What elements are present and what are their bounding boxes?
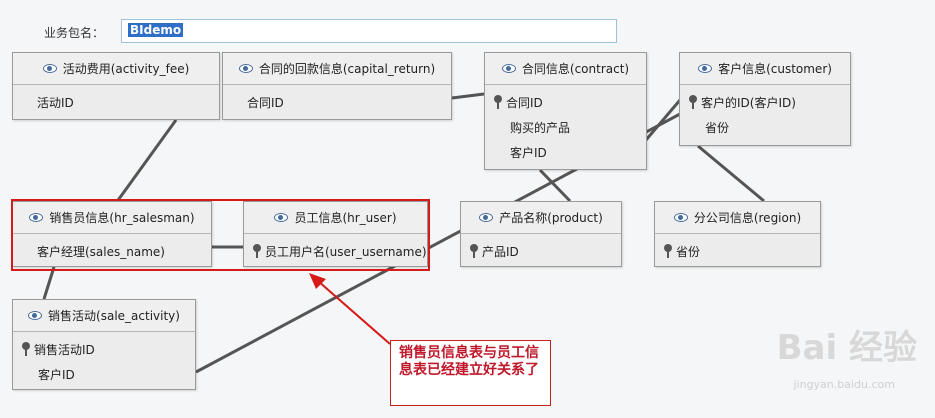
field-row[interactable]: 活动ID (37, 96, 74, 110)
field-row[interactable]: 产品ID (461, 240, 621, 265)
key-icon (494, 95, 502, 109)
entity-capital-return[interactable]: 合同的回款信息(capital_return) 合同ID (222, 52, 452, 120)
entity-title: 活动费用(activity_fee) (62, 62, 190, 76)
eye-icon[interactable] (42, 64, 57, 73)
entity-title: 分公司信息(region) (693, 211, 802, 225)
field-row[interactable]: 客户的ID(客户ID) (680, 91, 850, 116)
entity-hr-user[interactable]: 员工信息(hr_user) 员工用户名(user_username) (243, 201, 428, 267)
field-row[interactable]: 合同ID (485, 91, 646, 116)
field-row[interactable]: 客户ID (38, 368, 75, 382)
eye-icon[interactable] (673, 213, 688, 222)
entity-title: 销售活动(sale_activity) (48, 309, 180, 323)
entity-hr-salesman[interactable]: 销售员信息(hr_salesman) 客户经理(sales_name) (12, 201, 212, 267)
watermark-logo: Bai 经验 (776, 328, 917, 368)
entity-title: 客户信息(customer) (718, 62, 832, 76)
field-label: 销售活动ID (34, 343, 95, 357)
entity-region[interactable]: 分公司信息(region) 省份 (654, 201, 821, 267)
field-row[interactable]: 合同ID (247, 96, 284, 110)
highlight-box (11, 199, 430, 271)
entity-title: 销售员信息(hr_salesman) (49, 211, 195, 225)
field-label: 客户的ID(客户ID) (701, 96, 796, 110)
key-icon (253, 244, 261, 258)
eye-icon[interactable] (698, 64, 713, 73)
entity-title: 合同的回款信息(capital_return) (258, 62, 436, 76)
field-label: 产品ID (482, 245, 519, 259)
field-row[interactable]: 省份 (705, 121, 730, 135)
link-capital-return-contract (451, 92, 485, 100)
eye-icon[interactable] (29, 213, 44, 222)
entity-contract[interactable]: 合同信息(contract) 合同ID 购买的产品 客户ID (484, 52, 647, 170)
key-icon (664, 244, 672, 258)
field-row[interactable]: 员工用户名(user_username) (244, 240, 427, 265)
arrow-icon (309, 273, 391, 345)
field-label: 省份 (676, 245, 701, 259)
entity-sale-activity[interactable]: 销售活动(sale_activity) 销售活动ID 客户ID (12, 299, 196, 390)
field-label: 员工用户名(user_username) (265, 245, 427, 259)
field-row[interactable]: 省份 (655, 240, 820, 265)
watermark-url: jingyan.baidu.com (793, 378, 895, 391)
link-contract-product (538, 168, 572, 203)
link-customer-region (697, 144, 765, 203)
field-row[interactable]: 客户ID (510, 146, 547, 160)
field-label: 合同ID (506, 96, 543, 110)
entity-title: 员工信息(hr_user) (294, 211, 397, 225)
link-salesman-sale-activity (42, 266, 56, 300)
eye-icon[interactable] (501, 64, 516, 73)
entity-title: 合同信息(contract) (521, 62, 630, 76)
eye-icon[interactable] (238, 64, 253, 73)
link-activity-fee-salesman (114, 119, 178, 204)
entity-product[interactable]: 产品名称(product) 产品ID (460, 201, 622, 267)
package-name-label: 业务包名： (44, 26, 105, 40)
package-name-input[interactable]: BIdemo (121, 19, 617, 43)
key-icon (22, 342, 30, 356)
eye-icon[interactable] (479, 213, 494, 222)
field-row[interactable]: 客户经理(sales_name) (37, 245, 165, 259)
package-name-value: BIdemo (128, 23, 184, 37)
field-row[interactable]: 销售活动ID (13, 338, 195, 363)
entity-title: 产品名称(product) (499, 211, 603, 225)
entity-activity-fee[interactable]: 活动费用(activity_fee) 活动ID (12, 52, 220, 120)
key-icon (470, 244, 478, 258)
field-row[interactable]: 购买的产品 (510, 121, 571, 135)
key-icon (689, 95, 697, 109)
eye-icon[interactable] (274, 213, 289, 222)
eye-icon[interactable] (28, 311, 43, 320)
link-contract-customer (644, 99, 682, 141)
entity-customer[interactable]: 客户信息(customer) 客户的ID(客户ID) 省份 (679, 52, 851, 146)
annotation-callout: 销售员信息表与员工信息表已经建立好关系了 (390, 340, 551, 406)
